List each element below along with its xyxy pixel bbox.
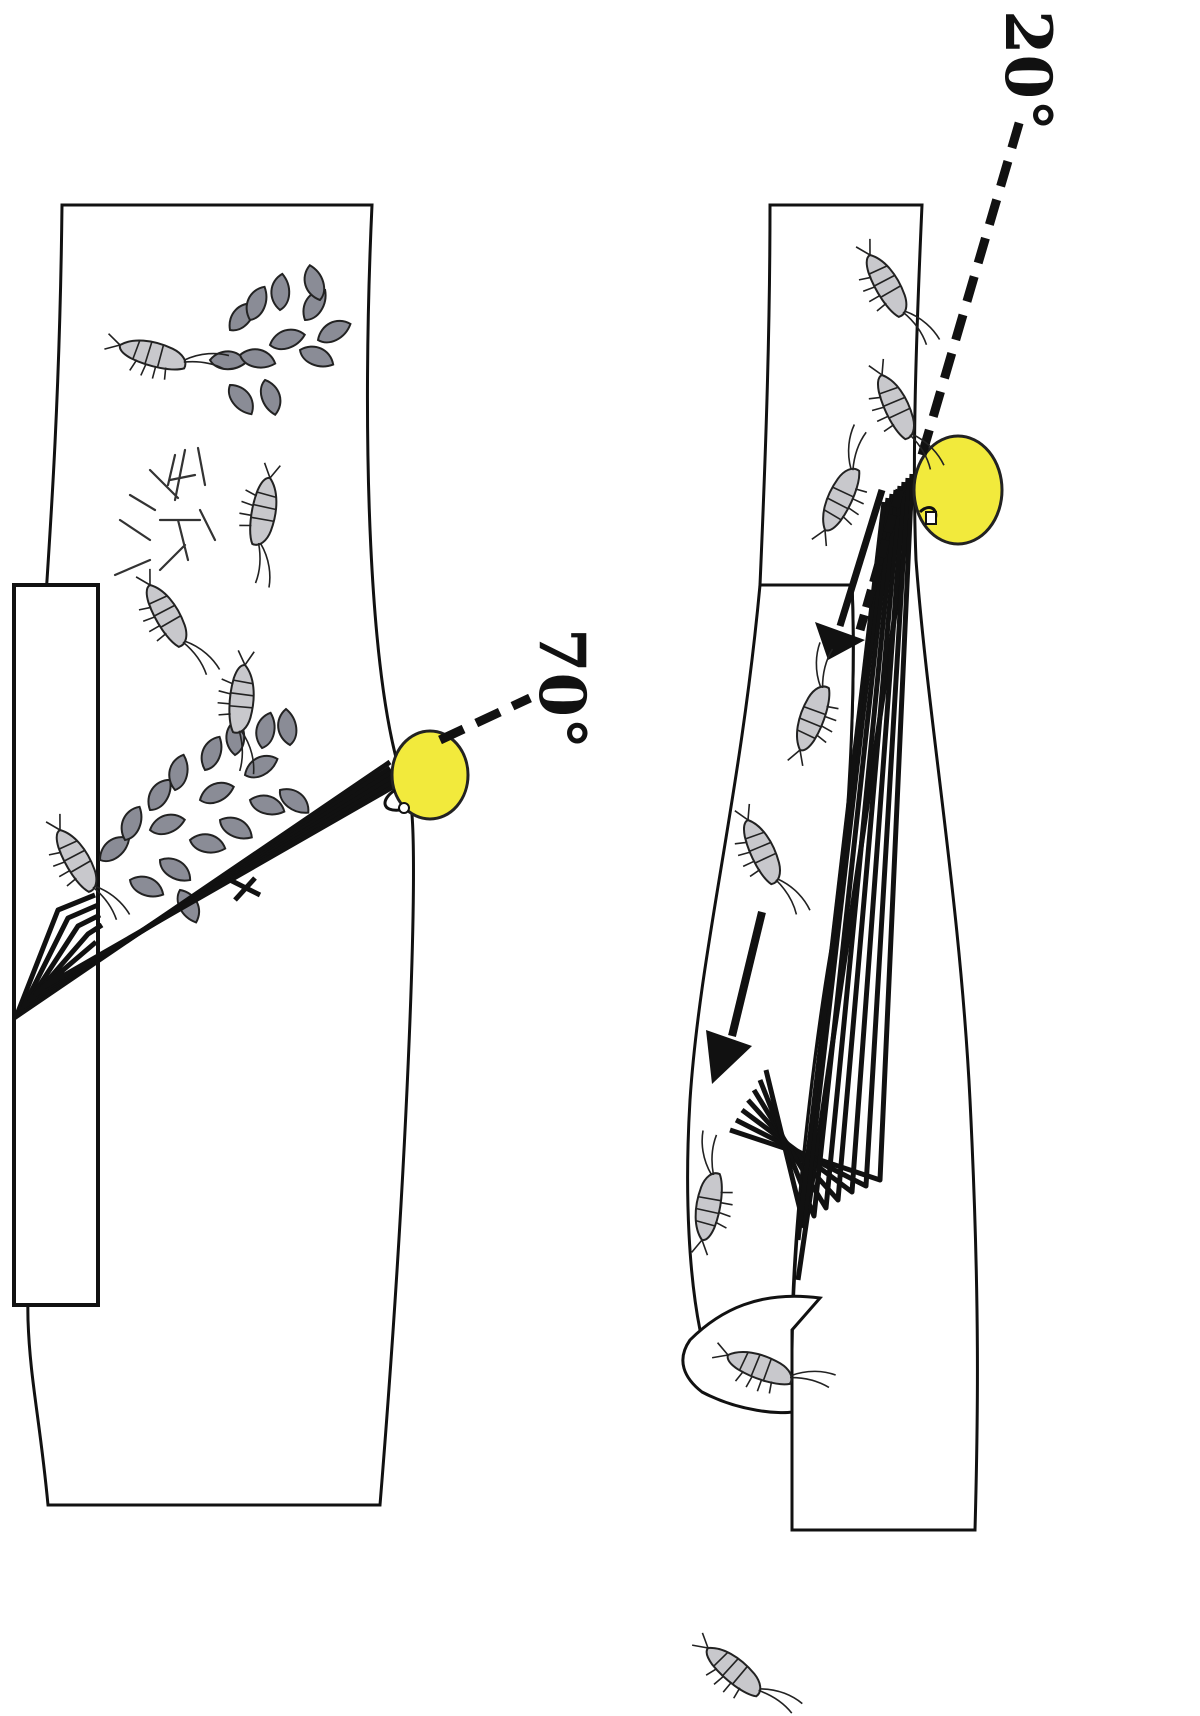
left-angle-dashline [440, 698, 530, 740]
shrimp-icon [682, 1625, 802, 1716]
right-angle-dashline [922, 120, 1020, 455]
right-panel: 20° [682, 10, 1065, 1716]
right-angle-label: 20° [990, 10, 1065, 131]
left-angle-label: 70° [524, 628, 599, 749]
left-panel: 70° [14, 205, 599, 1505]
